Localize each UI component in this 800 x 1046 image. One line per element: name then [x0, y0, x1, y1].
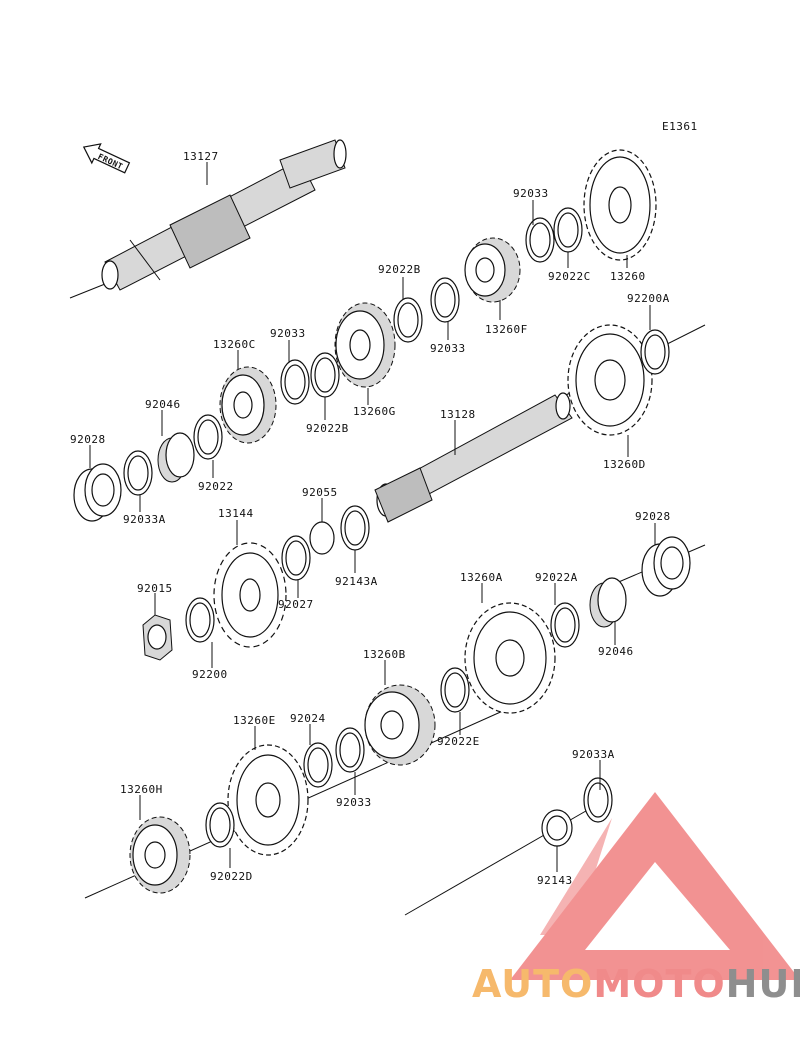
bearing-92028-b — [641, 536, 691, 597]
label-92200a: 92200A — [627, 292, 670, 305]
washer-92022c — [553, 207, 583, 253]
washer-92022b-a — [393, 297, 423, 343]
label-13128: 13128 — [440, 408, 476, 421]
needle-bearing-92046-a — [157, 432, 195, 483]
washer-92022b-b — [310, 352, 340, 398]
label-92028-a: 92028 — [70, 433, 106, 446]
gear-13260 — [583, 149, 657, 261]
circlip-92033-d — [335, 727, 365, 773]
washer-92022a — [550, 602, 580, 648]
label-92033-a: 92033 — [513, 187, 549, 200]
logo-hub: HUB — [725, 962, 800, 1006]
logo-auto: AUTO — [472, 962, 594, 1006]
label-13127: 13127 — [183, 150, 219, 163]
washer-92022 — [193, 414, 223, 460]
circlip-92033a-b — [583, 777, 613, 823]
label-92033a-b: 92033A — [572, 748, 615, 761]
diagram-code: E1361 — [662, 120, 698, 133]
label-92022a: 92022A — [535, 571, 578, 584]
washer-92024 — [303, 742, 333, 788]
gear-13260g — [334, 302, 396, 388]
shaft-13127 — [69, 139, 347, 299]
circlip-92033-a — [525, 217, 555, 263]
axis-line-2 — [404, 799, 606, 916]
leader-lines — [89, 162, 656, 872]
label-92028-b: 92028 — [635, 510, 671, 523]
collar-92143a — [340, 505, 370, 551]
label-92033-d: 92033 — [336, 796, 372, 809]
bearing-92028-a — [73, 463, 122, 522]
label-92200: 92200 — [192, 668, 228, 681]
label-92022e: 92022E — [437, 735, 480, 748]
gear-13260h — [129, 816, 191, 894]
label-13260: 13260 — [610, 270, 646, 283]
label-13260a: 13260A — [460, 571, 503, 584]
label-92022b-a: 92022B — [378, 263, 421, 276]
shaft-13128 — [374, 324, 706, 523]
label-92024: 92024 — [290, 712, 326, 725]
label-92143a: 92143A — [335, 575, 378, 588]
needle-bearing-92046-b — [589, 577, 627, 628]
logo-moto: MOTO — [593, 962, 726, 1006]
logo-wordmark: AUTOMOTOHUB — [472, 962, 800, 1006]
label-92033-c: 92033 — [270, 327, 306, 340]
label-13260e: 13260E — [233, 714, 276, 727]
gear-13260b — [364, 684, 436, 766]
label-92022b-b: 92022B — [306, 422, 349, 435]
gear-13260e — [227, 744, 309, 856]
label-13260c: 13260C — [213, 338, 256, 351]
label-13144: 13144 — [218, 507, 254, 520]
gear-13260f — [464, 237, 521, 303]
label-92027: 92027 — [278, 598, 314, 611]
label-13260g: 13260G — [353, 405, 396, 418]
nut-92015 — [142, 614, 173, 661]
label-92046-b: 92046 — [598, 645, 634, 658]
washer-92200 — [185, 597, 215, 643]
gear-13260c — [219, 366, 277, 444]
label-13260d: 13260D — [603, 458, 646, 471]
bushing-92027 — [281, 535, 311, 581]
logo-triangle — [510, 792, 800, 980]
washer-92200a — [640, 329, 670, 375]
label-13260f: 13260F — [485, 323, 528, 336]
sprocket-13144 — [213, 542, 287, 648]
label-92022c: 92022C — [548, 270, 591, 283]
part-labels: 13127 92033 92022C 13260 92022B 13260F 9… — [70, 150, 671, 887]
label-92143: 92143 — [537, 874, 573, 887]
label-92022d: 92022D — [210, 870, 253, 883]
circlip-92033-b — [430, 277, 460, 323]
washer-92022e — [440, 667, 470, 713]
front-arrow-icon: FRONT — [82, 143, 131, 174]
collar-92143 — [541, 809, 573, 847]
label-92022: 92022 — [198, 480, 234, 493]
circlip-92033a-a — [123, 450, 153, 496]
label-13260b: 13260B — [363, 648, 406, 661]
label-92015: 92015 — [137, 582, 173, 595]
gear-13260d — [567, 324, 653, 436]
label-92033a-a: 92033A — [123, 513, 166, 526]
gear-13260a — [464, 602, 556, 714]
label-92033-b: 92033 — [430, 342, 466, 355]
circlip-92033-c — [280, 359, 310, 405]
label-13260h: 13260H — [120, 783, 163, 796]
washer-92022d — [205, 802, 235, 848]
label-92046-a: 92046 — [145, 398, 181, 411]
o-ring-92055 — [309, 521, 335, 555]
label-92055: 92055 — [302, 486, 338, 499]
